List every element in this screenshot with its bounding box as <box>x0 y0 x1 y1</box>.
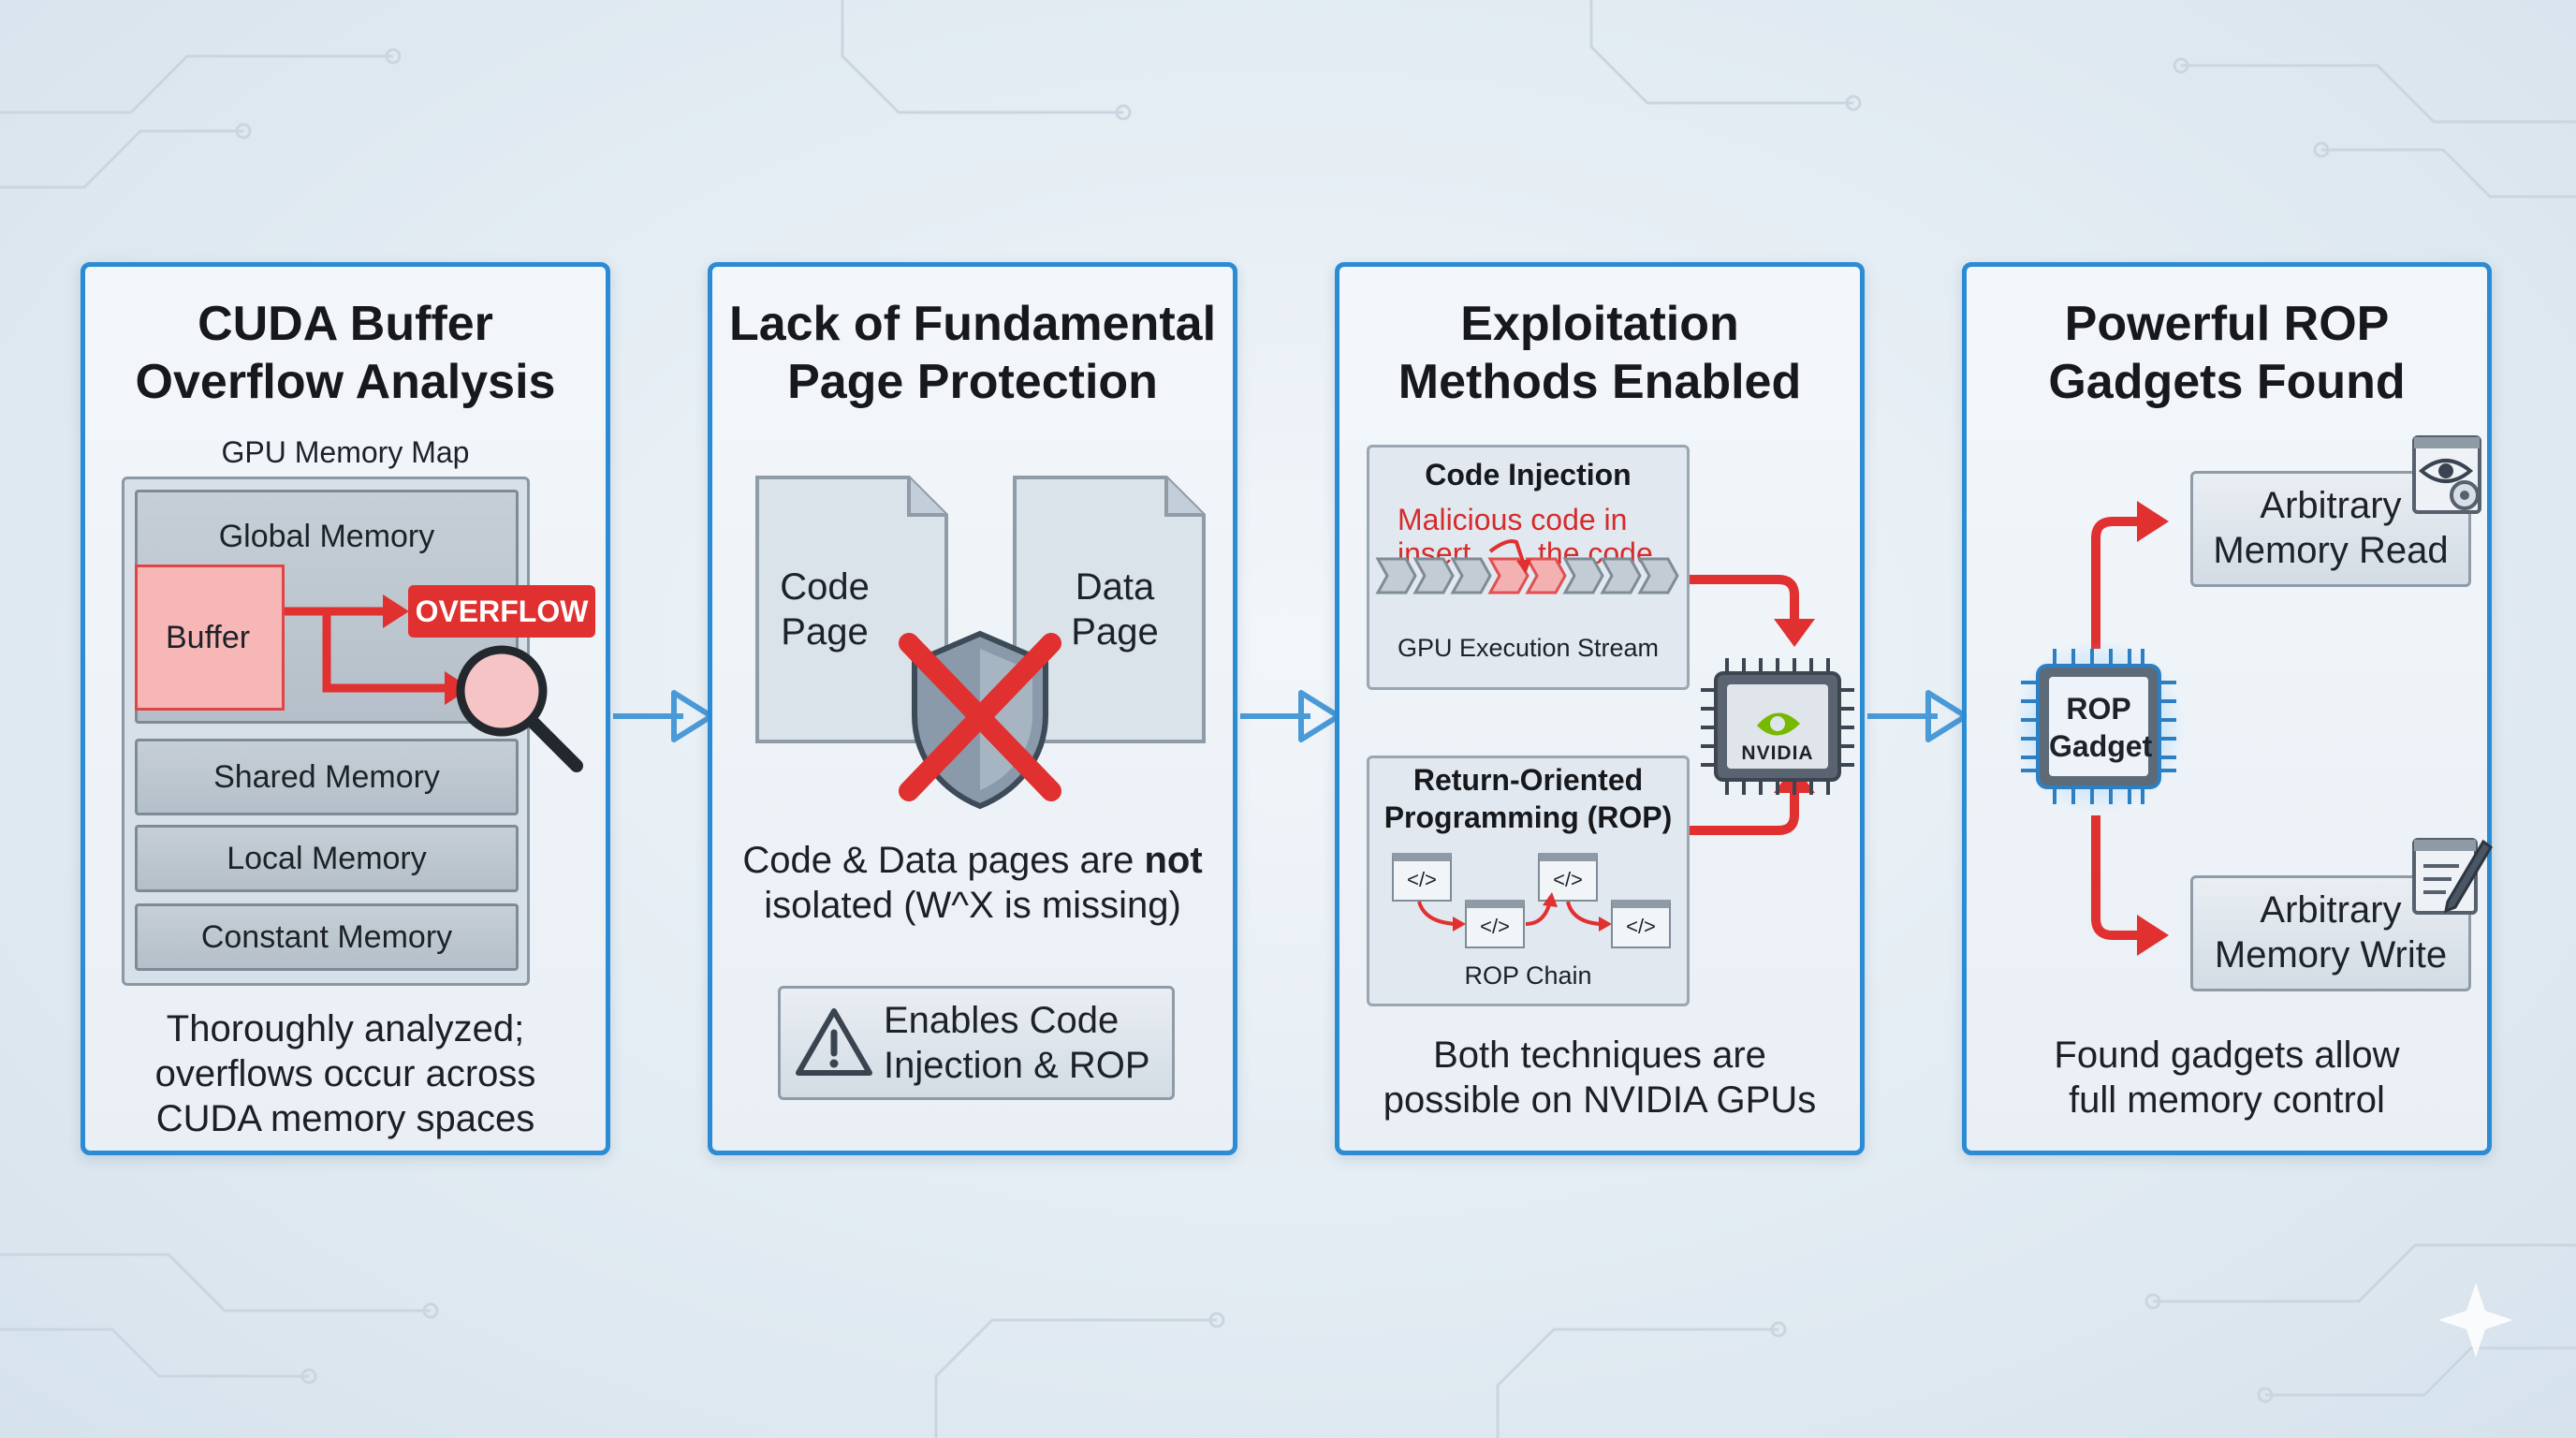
overflow-label: OVERFLOW <box>415 594 589 628</box>
flow-arrow-2 <box>1240 690 1341 742</box>
code-page-icon <box>755 476 948 743</box>
eye-inspect-icon <box>2412 435 2481 514</box>
caption-line-1: Code & Data pages are <box>742 840 1145 881</box>
data-page-icon <box>1013 476 1206 743</box>
panel-rop-gadgets: Powerful ROP Gadgets Found ROP Gadget Ar… <box>1962 262 2493 1155</box>
warning-icon <box>796 1008 872 1076</box>
title-line-2: Gadgets Found <box>2048 355 2406 409</box>
rop-chain-label: ROP Chain <box>1464 961 1592 990</box>
gadget-window-4: </> <box>1611 900 1671 948</box>
overflow-badge: OVERFLOW <box>408 585 595 638</box>
nvidia-chip-icon <box>1701 658 1854 795</box>
nvidia-chip-label: NVIDIA <box>1741 742 1814 764</box>
code-glyph: </> <box>1407 868 1437 891</box>
title-line-1: Powerful ROP <box>2064 297 2390 351</box>
rop-gadget-chip-icon <box>2012 639 2186 814</box>
magnifier-icon <box>456 645 583 772</box>
shared-memory-label: Shared Memory <box>213 759 440 795</box>
title-line-1: Exploitation <box>1460 297 1739 351</box>
caption-line-1: Both techniques are <box>1433 1034 1766 1076</box>
local-memory-label: Local Memory <box>227 841 427 876</box>
gadget-window-3: </> <box>1538 853 1598 902</box>
write-line-2: Memory Write <box>2214 934 2448 976</box>
caption-line-2: overflows occur across <box>154 1053 536 1094</box>
code-glyph: </> <box>1626 915 1656 938</box>
read-line-2: Memory Read <box>2213 530 2449 571</box>
panel-exploitation: Exploitation Methods Enabled Code Inject… <box>1335 262 1865 1155</box>
gadget-line-1: ROP <box>2066 692 2131 726</box>
code-injection-title: Code Injection <box>1425 458 1632 492</box>
warning-line-1: Enables Code <box>884 1000 1120 1041</box>
caption-emphasis: not <box>1144 840 1203 881</box>
broken-shield-icon <box>899 630 1061 810</box>
data-page-line-1: Data <box>1075 566 1155 608</box>
constant-memory-label: Constant Memory <box>200 919 453 955</box>
title-line-1: CUDA Buffer <box>198 297 493 351</box>
panel-title: Lack of Fundamental Page Protection <box>712 295 1233 411</box>
title-line-2: Overflow Analysis <box>135 355 556 409</box>
panel-page-protection: Lack of Fundamental Page Protection Code… <box>708 262 1237 1155</box>
constant-memory-row: Constant Memory <box>135 903 519 971</box>
shared-memory-row: Shared Memory <box>135 739 519 815</box>
panel-title: Powerful ROP Gadgets Found <box>1967 295 2487 411</box>
panel-caption: Found gadgets allow full memory control <box>1967 1033 2487 1123</box>
malicious-code-text: Malicious code in <box>1398 503 1628 536</box>
flow-arrow-1 <box>613 690 714 742</box>
buffer-label: Buffer <box>166 620 251 655</box>
memory-map-title: GPU Memory Map <box>221 435 470 469</box>
code-page-line-2: Page <box>781 611 869 653</box>
caption-line-2: isolated (W^X is missing) <box>764 885 1181 926</box>
rop-title-line-2: Programming (ROP) <box>1383 800 1673 834</box>
data-page-line-2: Page <box>1071 611 1159 653</box>
panel-caption: Both techniques are possible on NVIDIA G… <box>1339 1033 1860 1123</box>
code-page-line-1: Code <box>780 566 870 608</box>
write-line-1: Arbitrary <box>2260 889 2402 931</box>
pencil-edit-icon <box>2412 838 2493 915</box>
gadget-line-2: Gadget <box>2049 729 2153 763</box>
code-page-label: Code Page <box>768 565 881 654</box>
stream-label: GPU Execution Stream <box>1397 634 1660 662</box>
gadget-window-2: </> <box>1465 900 1525 948</box>
panel-buffer-overflow: CUDA Buffer Overflow Analysis GPU Memory… <box>80 262 610 1155</box>
warning-box: Enables Code Injection & ROP <box>778 986 1175 1100</box>
panel-title: CUDA Buffer Overflow Analysis <box>85 295 606 411</box>
panel-title: Exploitation Methods Enabled <box>1339 295 1860 411</box>
title-line-1: Lack of Fundamental <box>728 297 1217 351</box>
sparkle-icon <box>2438 1283 2513 1357</box>
flow-arrow-3 <box>1867 690 1969 742</box>
panel-caption: Code & Data pages are not isolated (W^X … <box>712 838 1233 928</box>
caption-line-3: CUDA memory spaces <box>155 1098 535 1139</box>
caption-line-1: Thoroughly analyzed; <box>166 1008 525 1049</box>
rop-gadget-label: ROP Gadget <box>2049 690 2152 765</box>
code-glyph: </> <box>1553 868 1583 891</box>
caption-line-1: Found gadgets allow <box>2054 1034 2400 1076</box>
rop-title-line-1: Return-Oriented <box>1412 763 1644 797</box>
read-line-1: Arbitrary <box>2260 485 2402 526</box>
warning-line-2: Injection & ROP <box>884 1045 1150 1086</box>
gadget-window-1: </> <box>1392 853 1452 902</box>
caption-line-2: possible on NVIDIA GPUs <box>1383 1079 1817 1121</box>
rop-title: Return-Oriented Programming (ROP) <box>1367 761 1690 836</box>
data-page-label: Data Page <box>1049 565 1180 654</box>
global-memory-label: Global Memory <box>218 519 435 554</box>
execution-stream <box>1375 539 1679 594</box>
local-memory-row: Local Memory <box>135 825 519 892</box>
title-line-2: Methods Enabled <box>1398 355 1802 409</box>
buffer-box: Buffer <box>135 565 285 711</box>
title-line-2: Page Protection <box>787 355 1158 409</box>
code-glyph: </> <box>1480 915 1510 938</box>
panel-caption: Thoroughly analyzed; overflows occur acr… <box>85 1006 606 1141</box>
caption-line-2: full memory control <box>2069 1079 2385 1121</box>
